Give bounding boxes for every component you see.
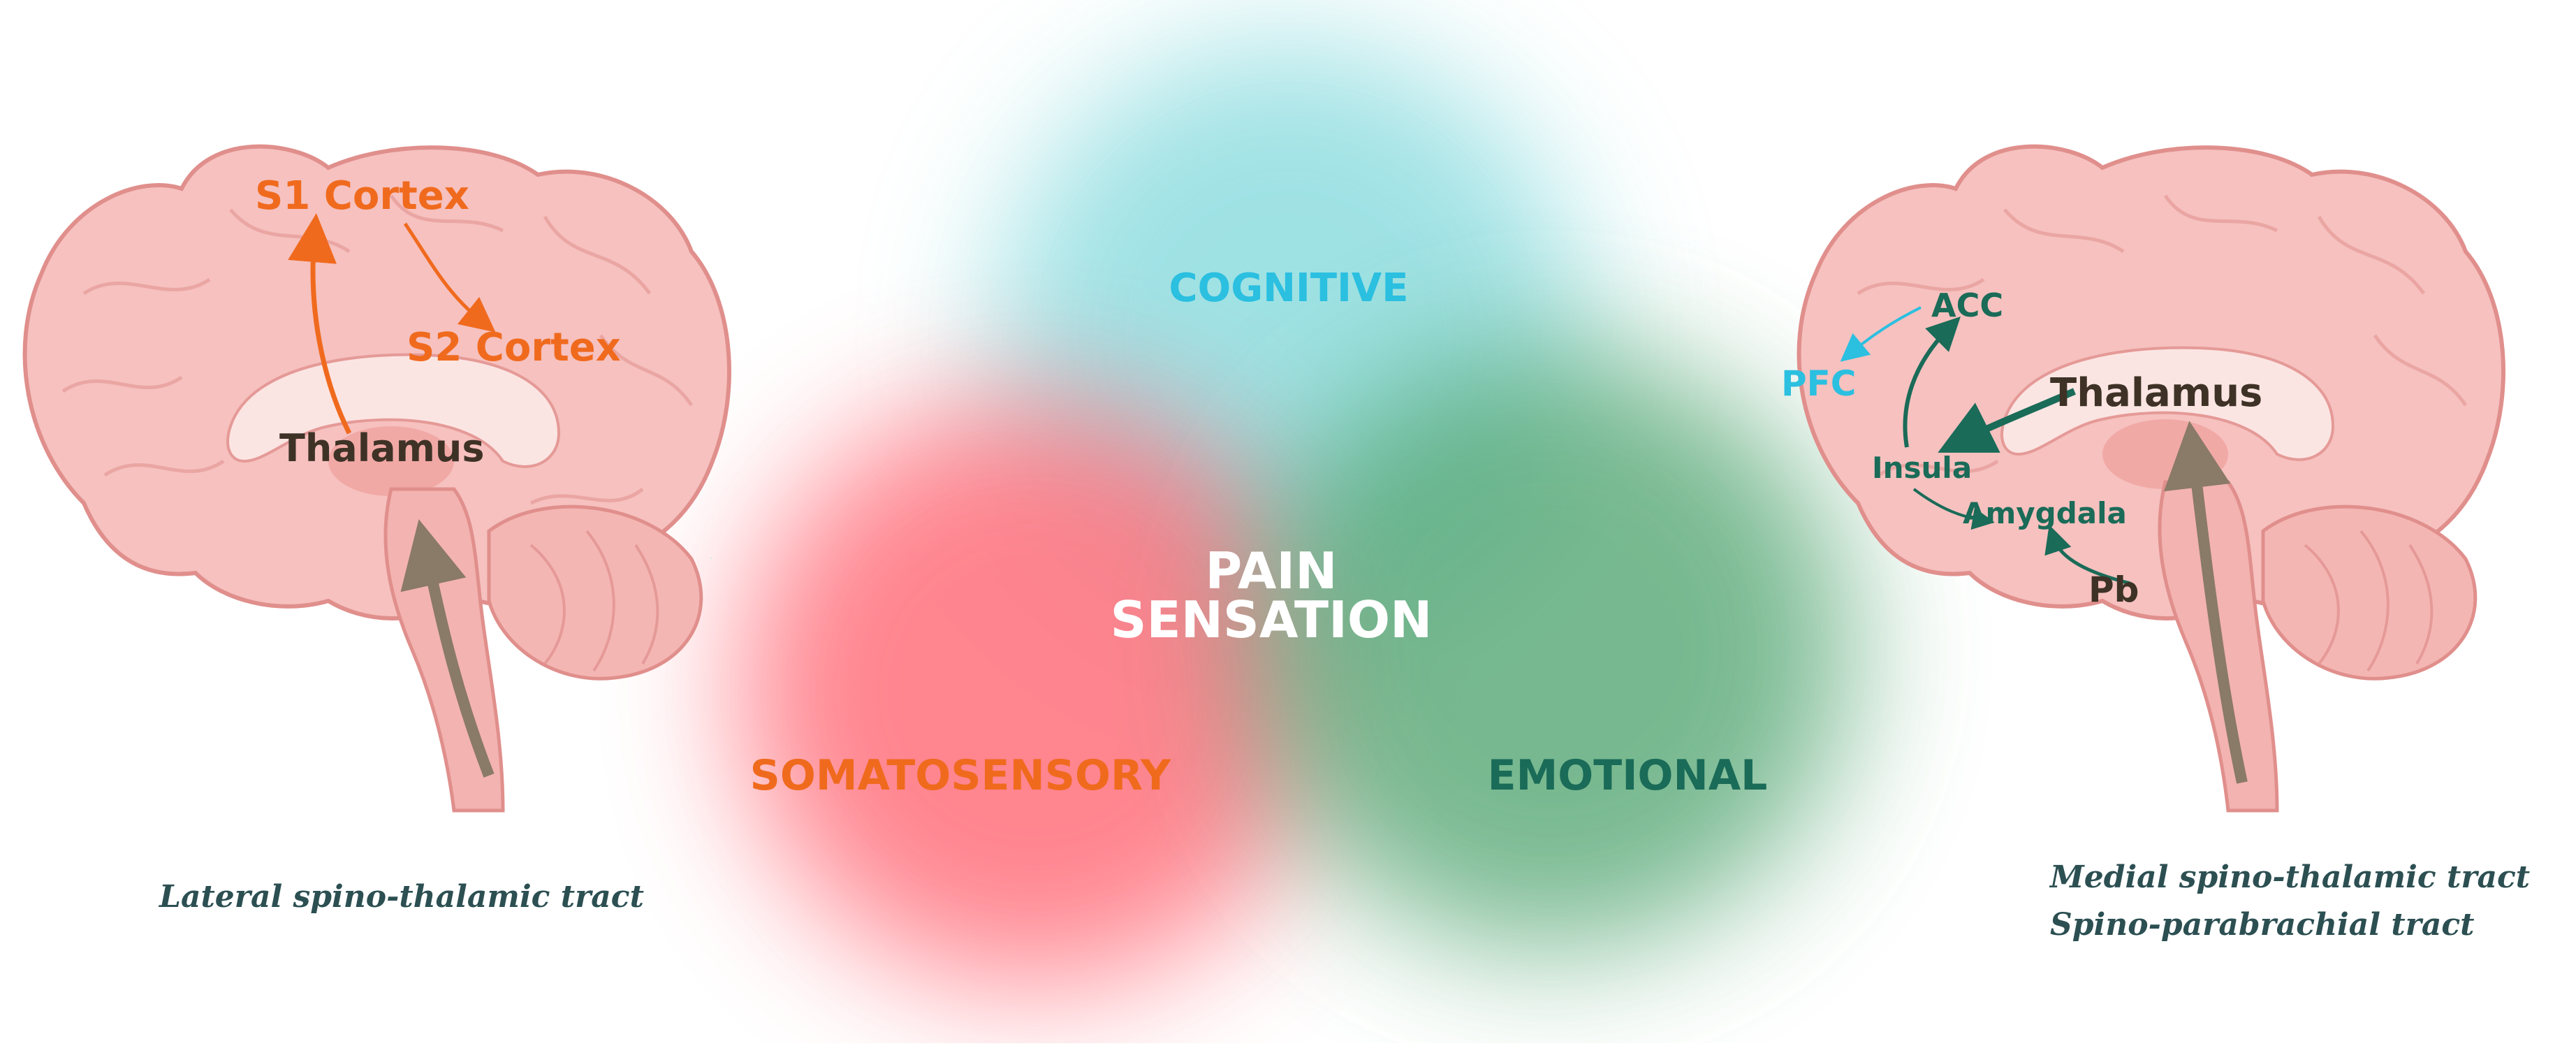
emotional-label: EMOTIONAL [1487, 751, 1768, 800]
somatosensory-blob [740, 398, 1327, 985]
cognitive-label: COGNITIVE [1169, 266, 1409, 311]
right-thalamus-region [2102, 419, 2228, 489]
right-insula-to-amygdala-arrow [1912, 488, 1995, 530]
left-cerebellum [487, 504, 703, 681]
right-brain-illustration [1796, 144, 2505, 813]
right-thalamus-label: Thalamus [2050, 370, 2263, 416]
somatosensory-label: SOMATOSENSORY [749, 751, 1171, 800]
left-brain-illustration [22, 144, 731, 813]
right-acc-to-pfc-arrow [1840, 306, 1922, 362]
right-pb-to-amygdala-arrow [2044, 525, 2131, 586]
medial-tract-caption: Medial spino-thalamic tract [2050, 859, 2531, 895]
emotional-blob [1250, 349, 1851, 950]
left-thalamus-region [328, 426, 454, 496]
right-thalamus-to-insula-arrow [1938, 388, 2076, 453]
s2-cortex-label: S2 Cortex [407, 325, 621, 370]
venn-blobs [740, 42, 1851, 985]
right-tract-arrow [2163, 421, 2248, 784]
spino-parabrachial-caption: Spino-parabrachial tract [2050, 907, 2475, 943]
insula-label: Insula [1872, 451, 1973, 485]
left-corpus-callosum [226, 353, 561, 468]
left-tract-arrow [400, 519, 495, 778]
right-corpus-callosum [2000, 346, 2335, 461]
right-insula-to-acc-arrow [1903, 317, 1961, 448]
pfc-label: PFC [1781, 363, 1857, 404]
left-s2-arrow [403, 222, 496, 333]
pain-label: PAIN [1205, 542, 1338, 600]
acc-label: ACC [1931, 286, 2004, 324]
left-s1-arrow [288, 213, 352, 435]
lateral-tract-caption: Lateral spino-thalamic tract [159, 879, 644, 915]
sensation-label: SENSATION [1110, 590, 1433, 649]
left-thalamus-label: Thalamus [279, 426, 485, 470]
right-cerebellum [2261, 504, 2478, 681]
s1-cortex-label: S1 Cortex [255, 173, 469, 219]
amygdala-label: Amygdala [1963, 496, 2127, 530]
pb-label: Pb [2088, 569, 2139, 610]
